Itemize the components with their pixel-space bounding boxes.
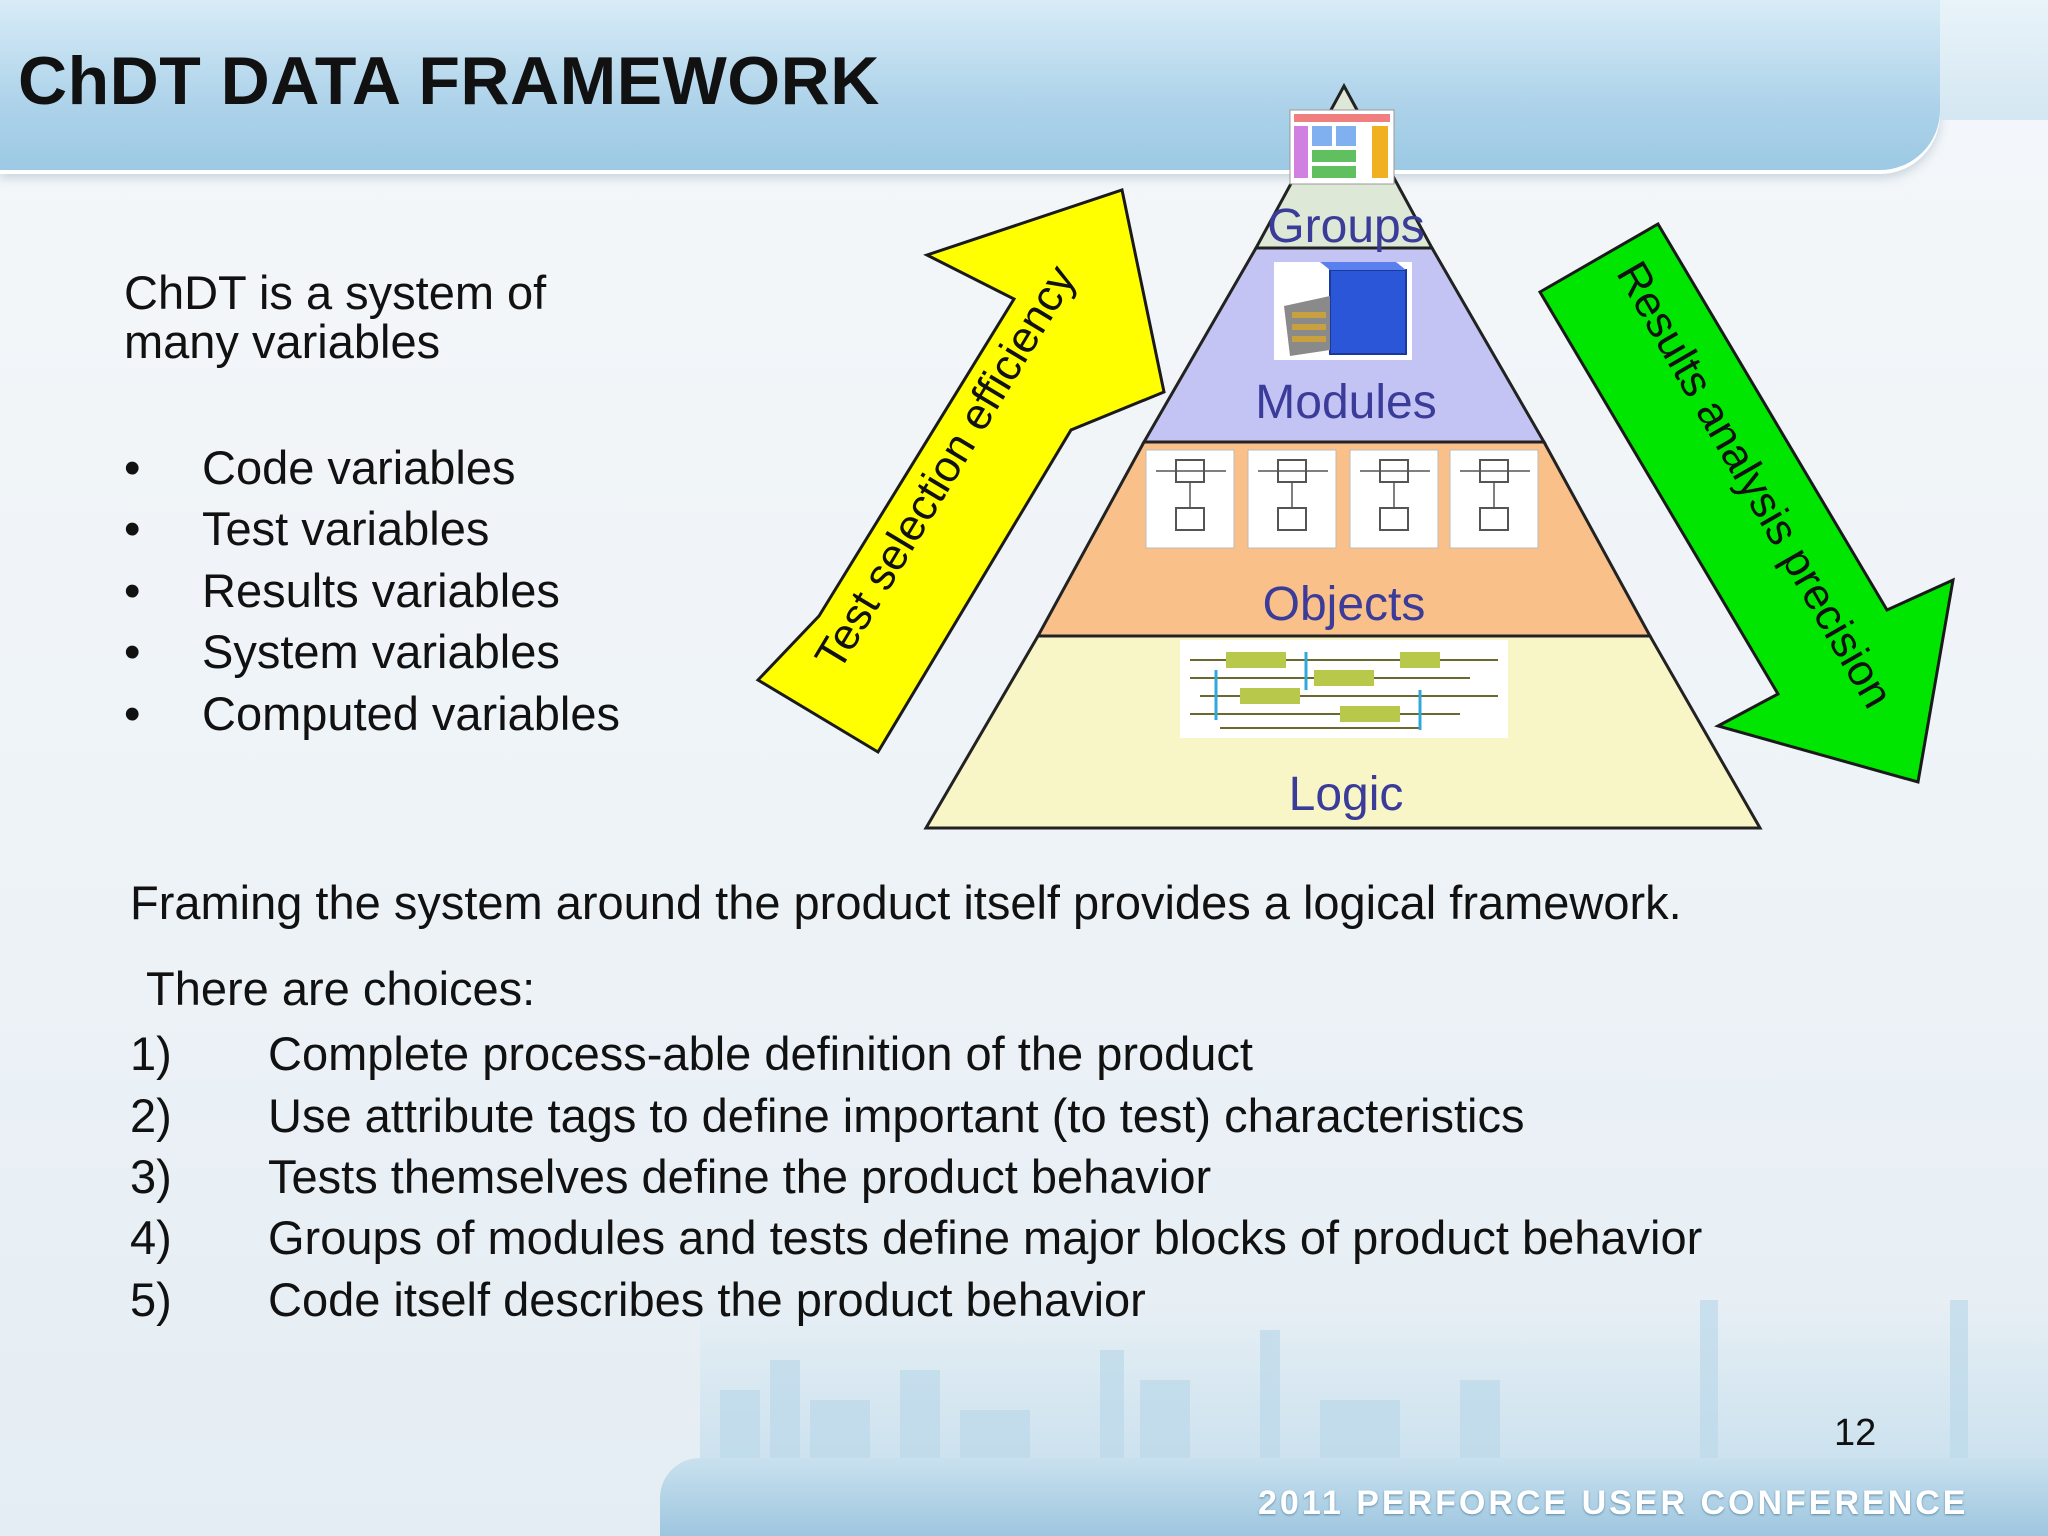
bullet-label: System variables xyxy=(202,625,560,678)
choice-item: 5) Code itself describes the product beha… xyxy=(130,1272,1146,1327)
framing-statement: Framing the system around the product it… xyxy=(130,876,1682,929)
choice-number: 5) xyxy=(130,1273,172,1326)
bullet-item: • Results variables xyxy=(124,563,560,618)
filing-cabinet-icon xyxy=(1274,262,1412,360)
choice-item: 3) Tests themselves define the product be… xyxy=(130,1149,1211,1204)
objects-diagram-thumbnails xyxy=(1145,449,1539,549)
bullet-dot: • xyxy=(124,564,141,617)
title-banner-edge xyxy=(1940,0,2048,120)
choice-text: Use attribute tags to define important (… xyxy=(268,1089,1525,1142)
choice-number: 3) xyxy=(130,1150,172,1203)
bullet-label: Code variables xyxy=(202,441,516,494)
bullet-item: • System variables xyxy=(124,624,560,679)
footer-banner xyxy=(660,1458,2048,1536)
intro-line-2: many variables xyxy=(124,315,441,369)
test-selection-arrow xyxy=(755,188,1166,755)
slide-number: 12 xyxy=(1834,1412,1877,1454)
bullet-label: Test variables xyxy=(202,502,490,555)
conference-footer: 2011 PERFORCE USER CONFERENCE xyxy=(1258,1484,1969,1522)
choice-number: 1) xyxy=(130,1027,172,1080)
page-title: ChDT DATA FRAMEWORK xyxy=(18,43,880,119)
results-analysis-arrow xyxy=(1537,221,1955,784)
level-label-logic: Logic xyxy=(1289,768,1404,821)
bullet-label: Results variables xyxy=(202,564,560,617)
skyline-graphic xyxy=(720,1220,1968,1470)
bullet-item: • Code variables xyxy=(124,440,516,495)
bullet-item: • Computed variables xyxy=(124,686,620,741)
choice-text: Complete process-able definition of the … xyxy=(268,1027,1253,1080)
level-label-groups: Groups xyxy=(1267,200,1424,253)
bullet-dot: • xyxy=(124,441,141,494)
bullet-item: • Test variables xyxy=(124,501,489,556)
level-label-objects: Objects xyxy=(1263,578,1426,631)
choice-item: 1) Complete process-able definition of th… xyxy=(130,1026,1253,1081)
bullet-dot: • xyxy=(124,502,141,555)
choice-item: 2) Use attribute tags to define important… xyxy=(130,1088,1525,1143)
choice-number: 4) xyxy=(130,1211,172,1264)
title-banner xyxy=(0,0,1940,170)
choice-item: 4) Groups of modules and tests define maj… xyxy=(130,1210,1702,1265)
choice-text: Code itself describes the product behavi… xyxy=(268,1273,1146,1326)
choice-text: Tests themselves define the product beha… xyxy=(268,1150,1212,1203)
bullet-dot: • xyxy=(124,687,141,740)
choice-text: Groups of modules and tests define major… xyxy=(268,1211,1703,1264)
logic-circuit-thumbnail xyxy=(1180,640,1508,738)
groups-diagram-thumbnail xyxy=(1289,109,1395,185)
choice-number: 2) xyxy=(130,1089,172,1142)
city-skyline-background xyxy=(700,1220,2048,1470)
bullet-label: Computed variables xyxy=(202,687,620,740)
bullet-dot: • xyxy=(124,625,141,678)
intro-text: ChDT is a system of many variables xyxy=(124,268,546,367)
choices-heading: There are choices: xyxy=(146,962,536,1015)
level-label-modules: Modules xyxy=(1255,376,1436,429)
intro-line-1: ChDT is a system of xyxy=(124,266,547,319)
